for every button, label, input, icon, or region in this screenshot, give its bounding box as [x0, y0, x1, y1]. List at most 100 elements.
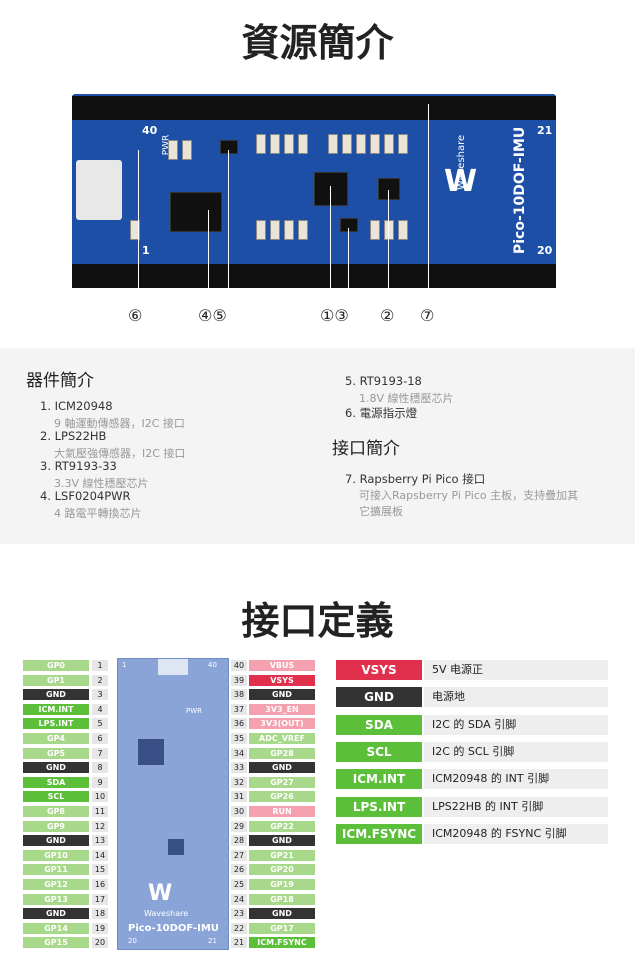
pin-1-label: 1 [142, 244, 150, 257]
pin-label-left: GP10 [23, 849, 89, 861]
callout-line [330, 186, 331, 308]
callout-line [388, 190, 389, 308]
pin-number-left: 3 [92, 689, 108, 701]
callout-7: ⑦ [420, 306, 435, 325]
interface-item-desc: 它擴展板 [359, 505, 403, 518]
pin-label-left: GND [23, 689, 89, 701]
pin-number-left: 6 [92, 733, 108, 744]
pin-label-right: 3V3(OUT) [249, 718, 315, 730]
legend-tag: VSYS [336, 660, 422, 680]
device-item: 4. LSF0204PWR [40, 489, 131, 503]
pin-number-left: 8 [92, 762, 108, 774]
interfaces-title: 接口簡介 [332, 439, 400, 459]
pin-number-right: 30 [231, 806, 247, 817]
device-item-desc: 3.3V 線性穩壓芯片 [54, 477, 149, 490]
pin-label-right: ICM.FSYNC [249, 937, 315, 949]
chip-rt9193-18 [220, 140, 238, 154]
mini-brand: Waveshare [144, 909, 189, 918]
pin-label-right: RUN [249, 806, 315, 817]
pin-number-right: 31 [231, 791, 247, 803]
mini-board: 1 40 PWR W Waveshare Pico-10DOF-IMU 20 2… [117, 658, 229, 950]
pin-number-right: 23 [231, 908, 247, 920]
pin-label-right: GND [249, 762, 315, 774]
mini-pwr: PWR [186, 707, 203, 715]
pin-number-left: 15 [92, 864, 108, 876]
pin-label-right: GP19 [249, 879, 315, 890]
legend-description: I2C 的 SCL 引脚 [424, 741, 608, 762]
smd-part [270, 134, 280, 154]
pin-number-left: 13 [92, 835, 108, 847]
callout-line [138, 150, 139, 308]
pin-21-label: 21 [537, 124, 553, 137]
legend-description: LPS22HB 的 INT 引脚 [424, 796, 608, 817]
pin-label-right: GP17 [249, 922, 315, 934]
smd-part [270, 220, 280, 240]
pin-number-left: 10 [92, 791, 108, 803]
smd-part [284, 220, 294, 240]
device-item-desc: 9 軸運動傳感器，I2C 接口 [54, 417, 185, 430]
legend-tag: ICM.INT [336, 769, 422, 790]
smd-part [342, 134, 352, 154]
callout-line [348, 228, 349, 308]
mini-chip [138, 739, 164, 765]
pin-number-right: 29 [231, 820, 247, 832]
pin-label-left: GP8 [23, 806, 89, 817]
mini-name: Pico-10DOF-IMU [128, 923, 219, 934]
pin-label-right: GP20 [249, 864, 315, 876]
callout-line [428, 104, 429, 308]
smd-part [384, 220, 394, 240]
callout-6: ⑥ [128, 306, 143, 325]
mini-pin40: 40 [208, 661, 217, 669]
legend-description: 5V 电源正 [424, 660, 608, 680]
device-item: 3. RT9193-33 [40, 459, 117, 473]
callout-line [208, 210, 209, 308]
smd-part [256, 220, 266, 240]
mini-pin1: 1 [122, 661, 127, 669]
pin-number-left: 4 [92, 703, 108, 715]
device-item-desc: 1.8V 線性穩壓芯片 [359, 392, 454, 405]
pin-label-right: GP28 [249, 747, 315, 759]
pin-label-right: GP27 [249, 776, 315, 788]
pin-number-left: 11 [92, 806, 108, 817]
legend-tag: GND [336, 687, 422, 708]
pin-number-right: 21 [231, 937, 247, 949]
pin-label-right: GP26 [249, 791, 315, 803]
pin-label-left: GP13 [23, 893, 89, 905]
pin-label-right: 3V3_EN [249, 703, 315, 715]
legend-description: ICM20948 的 INT 引脚 [424, 769, 608, 790]
pin-label-right: ADC_VREF [249, 733, 315, 744]
legend-tag: SDA [336, 714, 422, 735]
pin-label-right: VSYS [249, 674, 315, 686]
legend-tag: LPS.INT [336, 796, 422, 817]
board-image: 40 1 21 20 PWR W Waveshare Pico-10DOF-IM… [72, 94, 556, 288]
pin-number-left: 16 [92, 879, 108, 890]
pin-label-left: GND [23, 762, 89, 774]
pin-label-left: GP1 [23, 674, 89, 686]
pin-number-left: 7 [92, 747, 108, 759]
pin-label-left: GP11 [23, 864, 89, 876]
mini-chip [168, 839, 184, 855]
pin-label-left: GP5 [23, 747, 89, 759]
callout-4-5: ④⑤ [198, 306, 227, 325]
pin-number-right: 24 [231, 893, 247, 905]
mini-logo: W [148, 881, 173, 906]
smd-part [284, 134, 294, 154]
pinout-title: 接口定義 [241, 599, 394, 643]
device-item-desc: 大氣壓強傳感器，I2C 接口 [54, 447, 186, 460]
legend-description: ICM20948 的 FSYNC 引脚 [424, 823, 608, 844]
smd-part [370, 134, 380, 154]
pin-label-right: GND [249, 835, 315, 847]
pin-number-right: 22 [231, 922, 247, 934]
smd-part [384, 134, 394, 154]
info-panel [0, 348, 635, 544]
pin-number-right: 35 [231, 733, 247, 744]
mini-pin21: 21 [208, 937, 217, 945]
pin-label-left: GND [23, 835, 89, 847]
smd-part [182, 140, 192, 160]
pin-number-left: 20 [92, 937, 108, 949]
pin-number-left: 2 [92, 674, 108, 686]
legend-description: 电源地 [424, 687, 608, 708]
pin-label-left: GP12 [23, 879, 89, 890]
interface-item-desc: 可接入Rapsberry Pi Pico 主板，支持疊加其 [359, 489, 579, 502]
pin-number-left: 9 [92, 776, 108, 788]
